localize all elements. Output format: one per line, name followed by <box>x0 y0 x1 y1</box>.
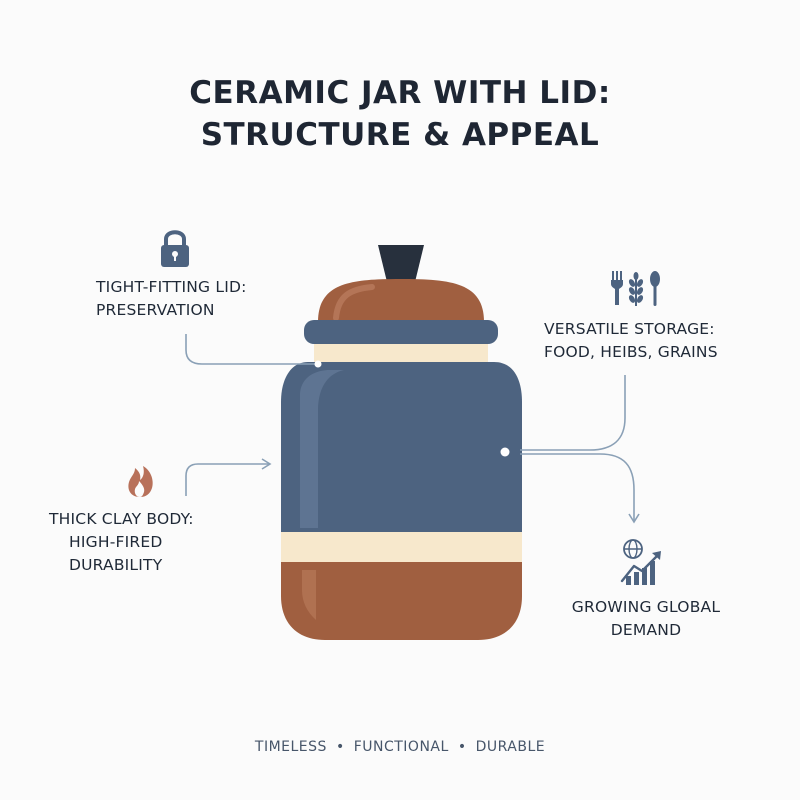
globe-growth-chart-icon <box>620 539 661 585</box>
lid-connector <box>185 334 317 365</box>
storage-connector <box>520 375 626 451</box>
body-connector <box>185 463 270 496</box>
tagline: TIMELESS • FUNCTIONAL • DURABLE <box>0 739 800 755</box>
utensils-icon <box>611 271 660 306</box>
ceramic-jar <box>281 245 522 640</box>
title-line-2: STRUCTURE & APPEAL <box>200 117 600 153</box>
demand-connector <box>520 453 635 522</box>
storage-callout: VERSATILE STORAGE: FOOD, HEIBS, GRAINS <box>544 318 718 364</box>
tagline-separator: • <box>457 739 467 755</box>
body-callout: THICK CLAY BODY: HIGH-FIRED DURABILITY <box>49 508 194 577</box>
tagline-word-2: FUNCTIONAL <box>353 739 449 755</box>
page-title: CERAMIC JAR WITH LID: STRUCTURE & APPEAL <box>0 72 800 156</box>
lid-connector-dot <box>314 360 322 368</box>
body-connector-dot <box>500 447 510 457</box>
body-callout-line-2: HIGH-FIRED <box>69 533 163 551</box>
demand-callout: GROWING GLOBAL DEMAND <box>560 596 732 642</box>
tagline-word-1: TIMELESS <box>254 739 327 755</box>
lid-knob <box>378 245 424 282</box>
jar-base <box>281 562 522 640</box>
lid-callout-line-1: TIGHT-FITTING LID: <box>96 278 247 296</box>
lid-rim <box>304 320 498 344</box>
neck-band <box>314 344 488 362</box>
body-callout-line-3: DURABILITY <box>69 556 163 574</box>
title-line-1: CERAMIC JAR WITH LID: <box>189 75 611 111</box>
tagline-word-3: DURABLE <box>475 739 546 755</box>
storage-callout-line-2: FOOD, HEIBS, GRAINS <box>544 343 718 361</box>
tagline-separator: • <box>335 739 345 755</box>
belly-band <box>281 532 522 562</box>
flame-icon <box>128 466 153 497</box>
storage-callout-line-1: VERSATILE STORAGE: <box>544 320 715 338</box>
lid-callout-line-2: PRESERVATION <box>96 301 215 319</box>
lock-icon <box>161 230 189 267</box>
jar-body <box>281 362 522 532</box>
lid-callout: TIGHT-FITTING LID: PRESERVATION <box>96 276 247 322</box>
body-callout-line-1: THICK CLAY BODY: <box>49 510 194 528</box>
demand-callout-line-2: DEMAND <box>610 621 682 639</box>
demand-callout-line-1: GROWING GLOBAL <box>571 598 721 616</box>
connector-lines <box>185 334 640 524</box>
